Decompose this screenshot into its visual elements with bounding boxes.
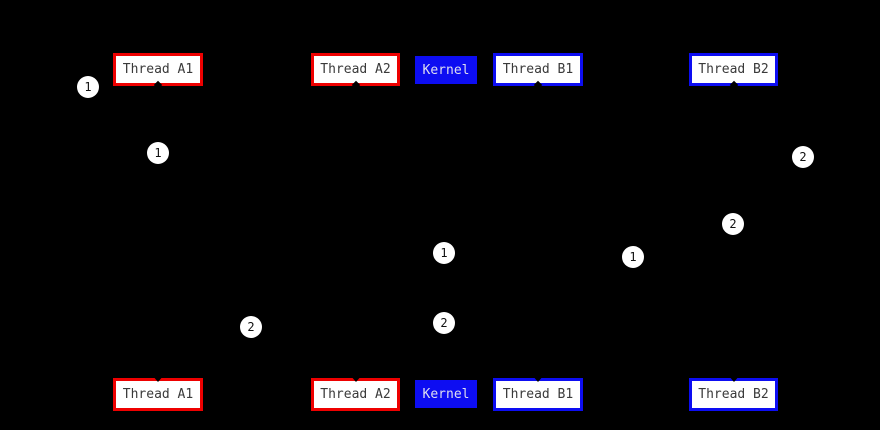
step-badge-label: 1 [440, 246, 448, 260]
step-badge-label: 1 [154, 146, 162, 160]
step-badge-label: 2 [247, 320, 255, 334]
node-thread-b1-top: Thread B1 [493, 53, 583, 90]
edge-connector-notch [351, 80, 360, 90]
node-thread-a2-bottom: Thread A2 [311, 375, 400, 411]
step-badge-label: 1 [84, 80, 92, 94]
edge-arrowhead-notch [727, 375, 740, 382]
node-kernel-bottom: Kernel [415, 380, 477, 408]
node-thread-b2-bottom: Thread B2 [689, 375, 778, 411]
step-badge-label: 2 [799, 150, 807, 164]
node-thread-a2-top: Thread A2 [311, 53, 400, 90]
node-thread-a1-bottom: Thread A1 [113, 375, 203, 411]
step-badge: 2 [722, 213, 744, 235]
node-label: Thread B2 [698, 62, 769, 77]
node-label: Thread B1 [502, 62, 574, 77]
node-thread-a1-top: Thread A1 [113, 53, 203, 90]
edge-connector-notch [533, 80, 543, 90]
edge-arrowhead-notch [152, 375, 164, 382]
node-label: Thread B2 [698, 387, 769, 402]
step-badge-label: 2 [729, 217, 737, 231]
step-badge: 2 [792, 146, 814, 168]
node-label: Thread A1 [122, 387, 194, 402]
edge-connector-notch [153, 80, 163, 90]
edge-arrowhead-notch [349, 375, 362, 382]
node-kernel-top: Kernel [415, 56, 477, 84]
node-label: Thread B1 [502, 387, 574, 402]
edge-arrowhead-notch [532, 375, 544, 382]
step-badge: 2 [433, 312, 455, 334]
edge-connector-notch [729, 80, 738, 90]
step-badge: 2 [240, 316, 262, 338]
step-badge: 1 [433, 242, 455, 264]
node-label: Kernel [422, 386, 470, 402]
node-label: Thread A2 [320, 62, 391, 77]
step-badge: 1 [622, 246, 644, 268]
step-badge: 1 [77, 76, 99, 98]
node-label: Thread A2 [320, 387, 391, 402]
node-label: Kernel [422, 62, 470, 78]
step-badge: 1 [147, 142, 169, 164]
step-badge-label: 2 [440, 316, 448, 330]
node-thread-b2-top: Thread B2 [689, 53, 778, 90]
node-label: Thread A1 [122, 62, 194, 77]
node-thread-b1-bottom: Thread B1 [493, 375, 583, 411]
step-badge-label: 1 [629, 250, 637, 264]
